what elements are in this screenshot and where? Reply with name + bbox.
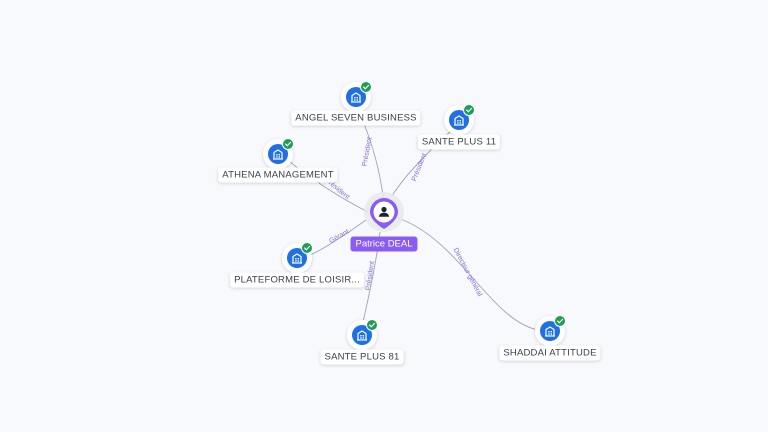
edge-label-sante81: Président [365,261,376,291]
edge-label-angel: Président [362,137,374,167]
center-person-label[interactable]: Patrice DEAL [350,236,418,252]
center-person-node[interactable] [364,192,404,232]
verified-check-icon [463,104,475,116]
company-label-sante11[interactable]: SANTE PLUS 11 [417,134,501,150]
company-node-shaddai[interactable] [535,315,566,347]
company-label-shaddai[interactable]: SHADDAI ATTITUDE [499,345,601,361]
edges-layer: PrésidentPrésidentPrésidentGérantPréside… [289,109,539,331]
company-node-sante81[interactable] [347,319,378,351]
company-label-angel[interactable]: ANGEL SEVEN BUSINESS [291,110,421,126]
edge-athena [289,161,369,213]
nodes-layer [263,81,566,351]
company-node-sante11[interactable] [444,104,475,136]
company-node-angel[interactable] [341,81,372,113]
verified-check-icon [301,242,313,254]
company-label-athena[interactable]: ATHENA MANAGEMENT [218,167,338,183]
edge-shaddai [397,217,539,331]
company-label-sante81[interactable]: SANTE PLUS 81 [320,349,404,365]
verified-check-icon [360,81,372,93]
verified-check-icon [554,315,566,327]
edge-label-shaddai: Directeur général [452,247,484,298]
company-node-plateforme[interactable] [282,242,313,274]
person-icon [378,206,390,217]
edge-label-plateforme: Gérant [328,228,350,245]
verified-check-icon [282,138,294,150]
edge-plateforme [307,219,367,257]
company-label-plateforme[interactable]: PLATEFORME DE LOISIR... [230,272,364,288]
verified-check-icon [366,319,378,331]
edge-label-sante11: Président [411,152,429,182]
company-node-athena[interactable] [263,138,294,170]
